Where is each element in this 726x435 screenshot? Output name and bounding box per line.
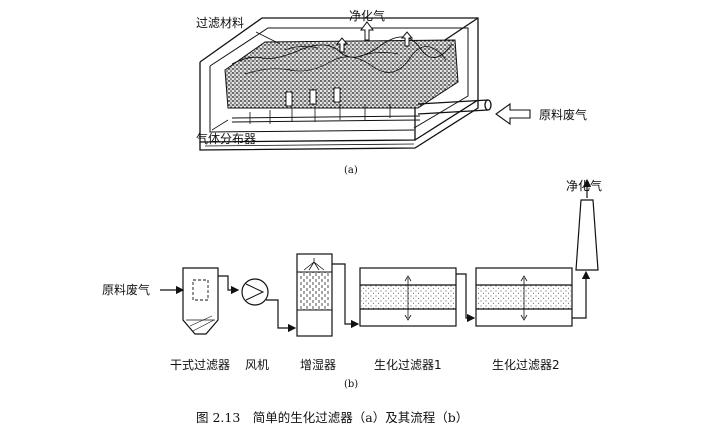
fan-unit (241, 278, 269, 306)
dry-filter-label: 干式过滤器 (170, 358, 231, 372)
biofilter-2-label: 生化过滤器2 (492, 358, 560, 372)
panel-a-label: (a) (344, 165, 358, 176)
biofilter-box-illustration (199, 17, 531, 151)
fan-label: 风机 (245, 358, 270, 372)
process-flow (160, 178, 599, 337)
gas-distributor-label: 气体分布器 (196, 132, 257, 146)
biofilter-1-label: 生化过滤器1 (374, 358, 442, 372)
biofilter-2-unit (475, 267, 573, 327)
exhaust-stack (575, 199, 599, 271)
filter-material-label: 过滤材料 (196, 16, 245, 30)
raw-waste-gas-label-a: 原料废气 (539, 108, 588, 122)
figure-caption: 图 2.13 简单的生化过滤器（a）及其流程（b） (196, 410, 469, 425)
humidifier-unit (296, 253, 333, 337)
clean-gas-label-a: 净化气 (349, 9, 386, 23)
biofilter-1-unit (359, 267, 457, 327)
dry-filter-unit (182, 267, 219, 335)
humidifier-label: 增湿器 (300, 358, 337, 372)
clean-gas-label-b: 净化气 (566, 179, 603, 193)
panel-b-label: (b) (344, 379, 359, 390)
raw-waste-gas-label-b: 原料废气 (102, 283, 151, 297)
